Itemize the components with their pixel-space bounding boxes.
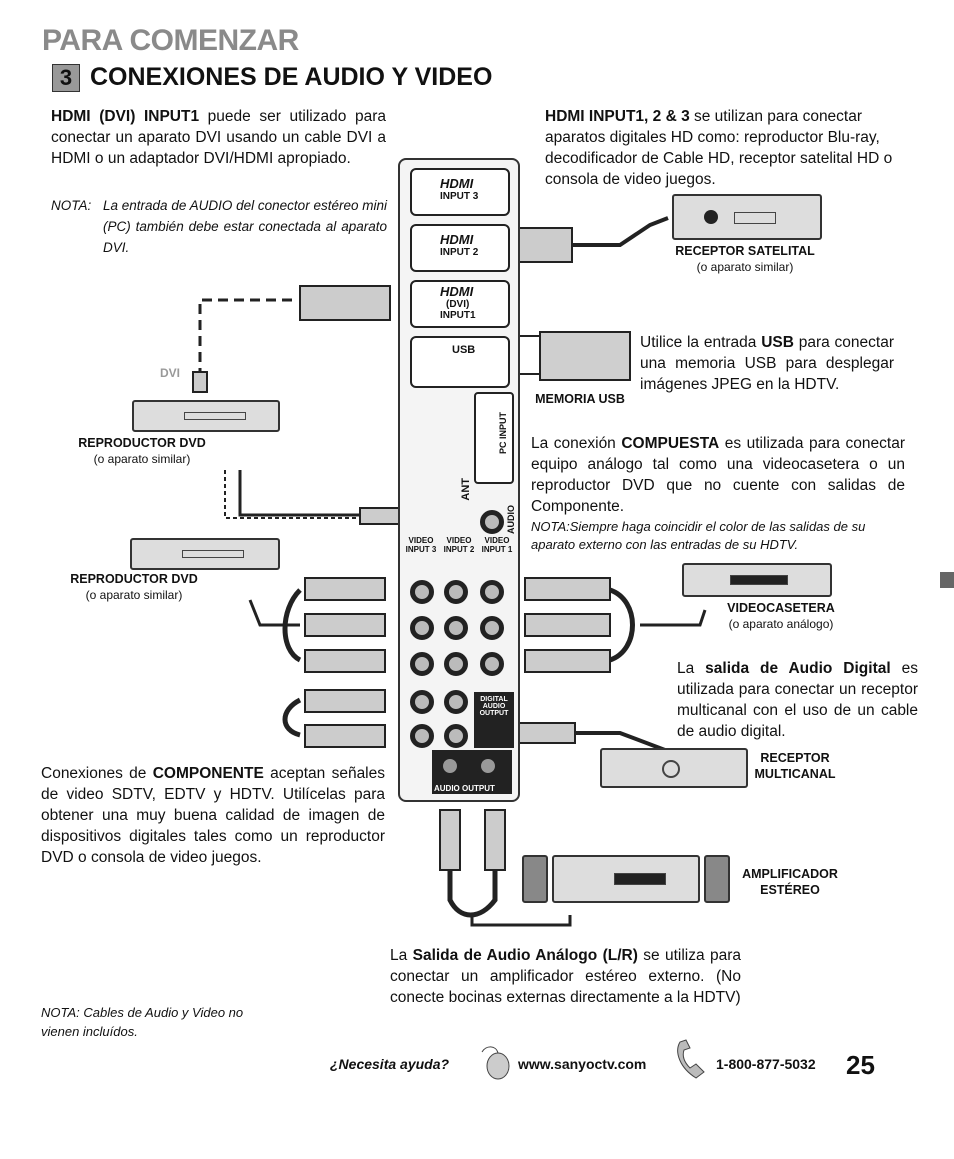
satellite-receiver-device (672, 194, 822, 240)
satellite-label: RECEPTOR SATELITAL (o aparato similar) (675, 244, 815, 274)
compuesta-term: COMPUESTA (621, 435, 720, 452)
audio-out-l-jack[interactable] (438, 754, 462, 778)
usb-term: USB (761, 334, 794, 351)
audio-cable-bundle (282, 697, 302, 738)
video3-r-jack[interactable] (410, 724, 434, 748)
pc-audio-cable (238, 470, 360, 517)
dvd-player-1-label: REPRODUCTOR DVD (o aparato similar) (78, 436, 206, 466)
audio-out-plug-r (484, 809, 506, 871)
satellite-hdmi-cable (560, 216, 669, 247)
audio-label: AUDIO (506, 505, 516, 534)
section-number: 3 (52, 63, 80, 92)
cables-nota: NOTA: Cables de Audio y Video no vienen … (41, 1005, 244, 1039)
digital-paragraph: La salida de Audio Digital es utilizada … (677, 660, 918, 740)
composite-cable-bundle (608, 587, 635, 663)
video1-r-jack[interactable] (480, 652, 504, 676)
hdmi-dvi-nota: La entrada de AUDIO del conector estéreo… (103, 198, 387, 255)
video-input-headers: VIDEO INPUT 3 VIDEO INPUT 2 VIDEO INPUT … (405, 536, 513, 554)
pc-input-port[interactable]: PC INPUT (474, 392, 514, 484)
digital-plug (514, 722, 576, 744)
satellite-hdmi-plug (511, 227, 573, 263)
video3-pr-jack[interactable] (410, 652, 434, 676)
audio-out-cable (447, 870, 498, 918)
hdmi-input-3-port[interactable]: HDMI INPUT 3 (410, 168, 510, 216)
vcr-device (682, 563, 832, 597)
usb-stick (539, 331, 631, 381)
dvd-player-2-label: REPRODUCTOR DVD (o aparato similar) (70, 572, 198, 602)
video2-pr-jack[interactable] (444, 652, 468, 676)
hdmi-dvi-term: HDMI (DVI) INPUT1 (51, 108, 200, 125)
multichannel-receiver-device (600, 748, 748, 788)
video3-y-jack[interactable] (410, 580, 434, 604)
multichannel-receiver-label: RECEPTOR MULTICANAL (754, 751, 836, 781)
hdmi-dvi-paragraph: HDMI (DVI) INPUT1 puede ser utilizado pa… (51, 106, 386, 169)
pc-audio-jack[interactable] (480, 510, 504, 534)
phone-number: 1-800-877-5032 (716, 1056, 816, 1072)
vcr-label: VIDEOCASETERA (o aparato análogo) (727, 601, 835, 631)
video3-l-jack[interactable] (410, 690, 434, 714)
video2-y-jack[interactable] (444, 580, 468, 604)
hdmi-dvi-text: puede ser utilizado para conectar un apa… (51, 108, 386, 167)
usb-port[interactable]: USB (410, 336, 510, 388)
tv-connector-panel: HDMI INPUT 3 HDMI INPUT 2 HDMI (DVI) INP… (398, 158, 520, 802)
compuesta-paragraph: La conexión COMPUESTA es utilizada para … (531, 435, 905, 515)
pc-audio-cable-2 (224, 470, 360, 519)
hdmi-inputs-term: HDMI INPUT1, 2 & 3 (545, 108, 690, 125)
hdmi-dvi-nota-label: NOTA: (51, 198, 92, 213)
analogo-term: Salida de Audio Análogo (L/R) (412, 947, 638, 964)
video2-pb-jack[interactable] (444, 616, 468, 640)
audio-out-plug-l (439, 809, 461, 871)
video1-video-jack[interactable] (480, 580, 504, 604)
vcr-lead (640, 609, 707, 627)
audio-output-block: AUDIO OUTPUT (432, 750, 512, 794)
page-number: 25 (846, 1050, 875, 1080)
audio-out-r-jack[interactable] (476, 754, 500, 778)
dvd-player-1-device (132, 400, 280, 432)
video2-l-jack[interactable] (444, 690, 468, 714)
memoria-usb-label: MEMORIA USB (535, 392, 625, 406)
section-title: CONEXIONES DE AUDIO Y VIDEO (90, 63, 493, 91)
side-tab-marker (940, 572, 954, 588)
phone-icon (672, 1038, 712, 1082)
dvd-player-2-device (130, 538, 280, 570)
digital-cable (575, 731, 666, 752)
video1-l-jack[interactable] (480, 616, 504, 640)
section-heading: 3 CONEXIONES DE AUDIO Y VIDEO (52, 63, 492, 92)
dvi-hdmi-plug (299, 285, 391, 321)
dvi-plug (192, 371, 208, 393)
usb-paragraph: Utilice la entrada USB para conectar una… (640, 334, 894, 393)
dvi-label: DVI (160, 366, 181, 380)
hdmi-input-2-port[interactable]: HDMI INPUT 2 (410, 224, 510, 272)
page-kicker: PARA COMENZAR (42, 24, 299, 57)
component-cable-bundle (282, 588, 302, 663)
analogo-paragraph: La Salida de Audio Análogo (L/R) se util… (390, 947, 741, 1006)
digital-audio-output-port[interactable]: DIGITAL AUDIO OUTPUT (474, 692, 514, 748)
mouse-icon (478, 1040, 510, 1080)
stereo-amplifier-device (552, 855, 700, 903)
ant-label: ANT (460, 478, 472, 501)
speaker-right (704, 855, 730, 903)
dvi-cable (198, 298, 292, 375)
dvd2-lead (248, 599, 300, 627)
componente-term: COMPONENTE (152, 765, 264, 782)
hdmi-inputs-text: se utilizan para conectar aparatos digit… (545, 108, 893, 188)
componente-paragraph: Conexiones de COMPONENTE aceptan señales… (41, 765, 386, 866)
speaker-left (522, 855, 548, 903)
stereo-amplifier-label: AMPLIFICADOR ESTÉREO (742, 867, 838, 897)
amp-lead (470, 915, 572, 927)
composite-plugs-right (524, 577, 611, 673)
video2-r-jack[interactable] (444, 724, 468, 748)
video3-pb-jack[interactable] (410, 616, 434, 640)
digital-term: salida de Audio Digital (705, 660, 891, 677)
component-plugs-left (304, 577, 386, 748)
hdmi-input-1-port[interactable]: HDMI (DVI) INPUT1 (410, 280, 510, 328)
hdmi-inputs-paragraph: HDMI INPUT1, 2 & 3 se utilizan para cone… (545, 106, 893, 190)
website-link[interactable]: www.sanyoctv.com (518, 1056, 647, 1072)
help-text: ¿Necesita ayuda? (330, 1056, 450, 1072)
compuesta-nota: NOTA:Siempre haga coincidir el color de … (531, 519, 866, 552)
